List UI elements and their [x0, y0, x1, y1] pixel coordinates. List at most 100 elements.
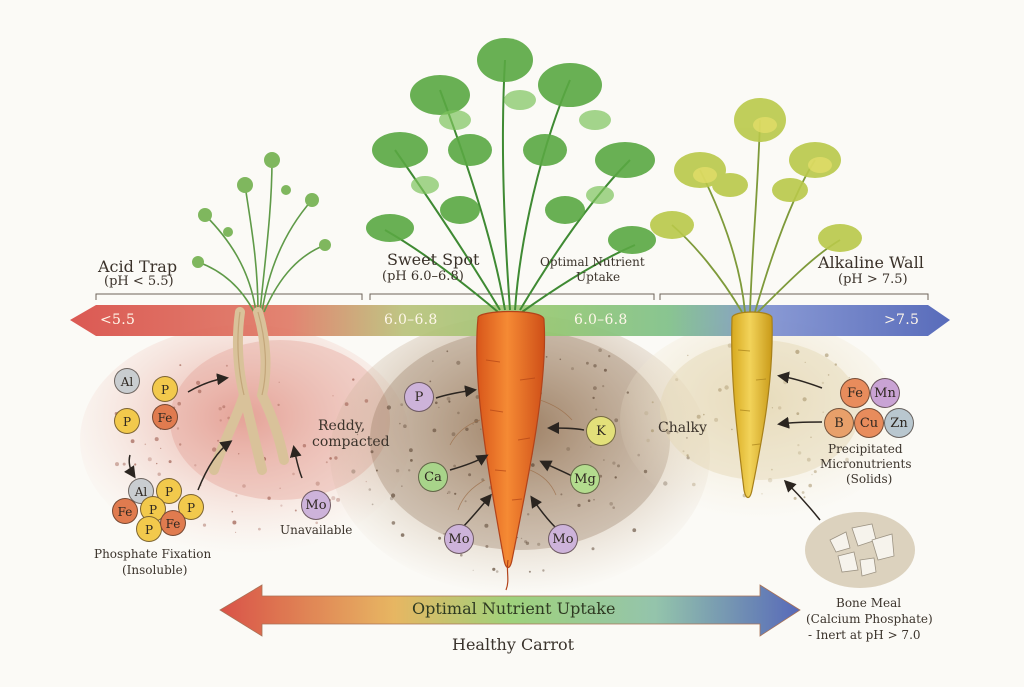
- soil-speck: [356, 433, 359, 436]
- soil-speck: [566, 447, 571, 451]
- soil-speck: [724, 385, 729, 390]
- chip-iron-alkaline: Fe: [840, 378, 870, 408]
- soil-speck: [587, 499, 591, 503]
- soil-speck: [617, 464, 620, 468]
- soil-speck: [147, 457, 152, 462]
- bar-label-acid: <5.5: [100, 312, 136, 328]
- fixation-subtitle: (Insoluble): [122, 563, 188, 577]
- soil-speck: [156, 462, 158, 465]
- soil-speck: [686, 454, 689, 457]
- soil-speck: [822, 411, 824, 414]
- soil-speck: [438, 536, 442, 540]
- soil-speck: [804, 361, 806, 363]
- healthy-carrot-caption: Healthy Carrot: [452, 635, 575, 654]
- chip-molybdenum-acid: Mo: [301, 490, 331, 520]
- bone-meal-pile: [805, 512, 915, 588]
- soil-speck: [391, 493, 396, 498]
- chip-calcium: Ca: [418, 462, 448, 492]
- soil-speck: [242, 484, 246, 488]
- soil-speck: [545, 356, 548, 358]
- soil-speck: [531, 463, 535, 467]
- soil-speck: [803, 496, 806, 499]
- soil-speck: [484, 523, 489, 528]
- soil-speck: [593, 364, 597, 368]
- soil-speck: [480, 428, 482, 430]
- soil-speck: [591, 547, 595, 551]
- soil-speck: [334, 456, 338, 460]
- soil-speck: [460, 553, 463, 557]
- acid-soil-note-line2: compacted: [312, 434, 390, 450]
- soil-speck: [368, 488, 372, 491]
- soil-speck: [134, 463, 137, 466]
- soil-speck: [813, 470, 817, 474]
- soil-speck: [595, 408, 598, 411]
- soil-speck: [399, 422, 401, 425]
- acid-soil-note-line1: Reddy,: [318, 418, 366, 434]
- soil-speck: [227, 416, 231, 420]
- precip-line1: Precipitated: [828, 442, 903, 456]
- soil-speck: [685, 436, 688, 439]
- soil-speck: [346, 422, 348, 424]
- soil-speck: [235, 531, 237, 534]
- soil-speck: [827, 374, 830, 376]
- soil-speck: [329, 457, 332, 460]
- soil-speck: [593, 386, 597, 390]
- soil-speck: [431, 360, 434, 363]
- soil-speck: [651, 401, 654, 404]
- soil-speck: [796, 412, 800, 415]
- chip-magnesium: Mg: [570, 464, 600, 494]
- soil-speck: [603, 368, 607, 372]
- soil-speck: [457, 411, 460, 415]
- soil-speck: [808, 483, 812, 488]
- soil-speck: [593, 498, 595, 501]
- soil-speck: [391, 521, 396, 525]
- soil-speck: [446, 350, 449, 353]
- soil-speck: [279, 487, 281, 489]
- soil-speck: [351, 469, 356, 474]
- soil-speck: [571, 367, 574, 371]
- soil-speck: [675, 378, 679, 382]
- soil-speck: [676, 431, 679, 434]
- soil-speck: [176, 427, 180, 430]
- soil-speck: [370, 450, 374, 454]
- soil-speck: [177, 401, 181, 406]
- soil-speck: [643, 469, 648, 474]
- soil-speck: [365, 480, 367, 483]
- bar-label-sweet-left: 6.0–6.8: [384, 312, 438, 328]
- sweet-zone-note-line1: Optimal Nutrient: [540, 255, 645, 269]
- soil-speck: [325, 423, 329, 427]
- soil-speck: [714, 417, 719, 422]
- soil-speck: [663, 481, 668, 486]
- alkaline-zone-title: Alkaline Wall: [818, 253, 924, 272]
- chip-manganese: Mn: [870, 378, 900, 408]
- soil-speck: [465, 427, 469, 431]
- soil-speck: [435, 401, 438, 405]
- soil-speck: [196, 380, 201, 385]
- chip-aluminum: Al: [114, 368, 140, 394]
- soil-speck: [332, 395, 334, 397]
- soil-speck: [364, 399, 369, 403]
- chip-phosphorus: P: [114, 408, 140, 434]
- soil-speck: [154, 437, 159, 442]
- soil-speck: [472, 423, 474, 425]
- soil-speck: [202, 523, 207, 527]
- soil-speck: [644, 411, 649, 416]
- precip-line3: (Solids): [846, 472, 893, 486]
- soil-speck: [468, 473, 472, 477]
- soil-speck: [767, 478, 773, 483]
- soil-speck: [525, 541, 530, 545]
- soil-speck: [795, 349, 800, 354]
- soil-speck: [650, 429, 654, 433]
- soil-speck: [231, 510, 234, 513]
- soil-speck: [267, 496, 271, 500]
- soil-speck: [537, 542, 541, 546]
- soil-speck: [492, 567, 496, 571]
- soil-speck: [451, 432, 456, 437]
- soil-speck: [168, 460, 172, 464]
- soil-speck: [612, 461, 616, 465]
- soil-speck: [232, 520, 237, 525]
- soil-speck: [386, 405, 391, 410]
- soil-speck: [797, 444, 800, 447]
